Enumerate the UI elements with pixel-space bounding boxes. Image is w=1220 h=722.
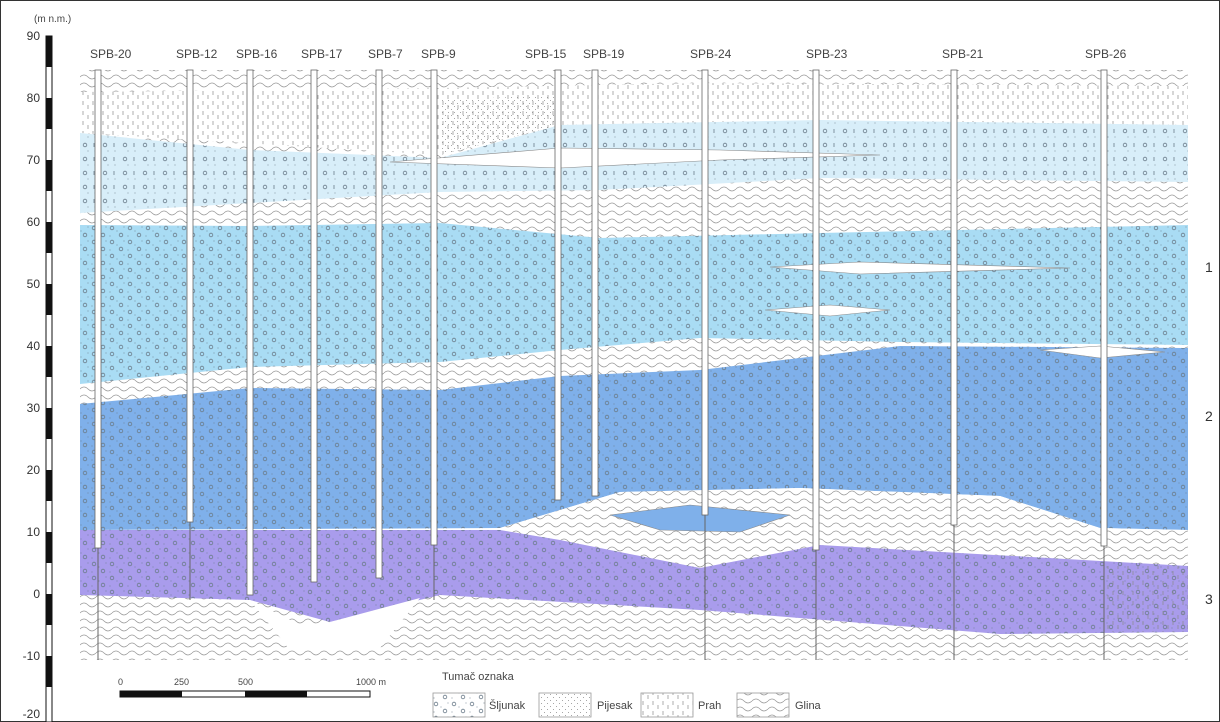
surface-silt-pattern: [80, 83, 1188, 155]
vertical-axis: (m n.m.) 90 80 70 60 50 40 30 20 10 0 -1…: [23, 14, 71, 722]
borehole-spb-24[interactable]: [701, 69, 709, 516]
y-tick-20: 20: [27, 463, 41, 477]
borehole-spb-26[interactable]: [1100, 69, 1108, 547]
borehole-label-spb-26: SPB-26: [1085, 47, 1127, 61]
y-tick-0: 0: [33, 587, 40, 601]
aquifer-label-1: 1: [1205, 259, 1213, 275]
axis-bar-seg: [46, 532, 52, 563]
borehole-spb-17[interactable]: [310, 69, 318, 583]
clay-icon: [736, 692, 790, 718]
borehole-label-spb-16: SPB-16: [236, 47, 278, 61]
axis-bar-seg: [46, 98, 52, 129]
borehole-label-spb-9: SPB-9: [421, 47, 456, 61]
aquifer-label-3: 3: [1205, 591, 1213, 607]
axis-bar-seg: [46, 346, 52, 377]
y-tick-60: 60: [27, 215, 41, 229]
surface-sand-lens: [440, 95, 560, 155]
axis-bar-seg: [46, 284, 52, 315]
scale-tick-1000: 1000 m: [356, 677, 386, 687]
scale-tick-0: 0: [118, 677, 123, 687]
upper-gravel-pattern: [80, 120, 1188, 213]
aquifer-1-clay-lens-b: [764, 304, 891, 317]
borehole-labels: SPB-20 SPB-12 SPB-16 SPB-17 SPB-7 SPB-9 …: [90, 47, 1127, 61]
borehole-label-spb-23: SPB-23: [806, 47, 848, 61]
borehole-spb-7[interactable]: [375, 69, 383, 579]
axis-bar-seg: [46, 656, 52, 687]
scale-bar: 0 250 500 1000 m: [118, 677, 386, 698]
axis-bar-seg: [46, 594, 52, 625]
y-tick-30: 30: [27, 401, 41, 415]
borehole-label-spb-20: SPB-20: [90, 47, 132, 61]
y-tick-80: 80: [27, 91, 41, 105]
aquifer-2-pattern: [80, 346, 1188, 530]
silt-icon: [640, 692, 694, 718]
borehole-group: [94, 69, 1108, 660]
borehole-label-spb-19: SPB-19: [583, 47, 625, 61]
borehole-spb-21[interactable]: [950, 69, 958, 526]
scale-tick-500: 500: [238, 677, 253, 687]
axis-bar-seg: [46, 222, 52, 253]
y-tick-40: 40: [27, 339, 41, 353]
borehole-label-spb-12: SPB-12: [176, 47, 218, 61]
axis-bar-seg: [46, 408, 52, 439]
y-tick-10: 10: [27, 525, 41, 539]
legend-label-sand: Pijesak: [597, 700, 633, 712]
borehole-label-spb-7: SPB-7: [368, 47, 403, 61]
borehole-spb-23[interactable]: [812, 69, 820, 551]
aquifer-label-2: 2: [1205, 408, 1213, 424]
scale-bar-seg: [245, 691, 307, 697]
borehole-spb-19[interactable]: [591, 69, 599, 497]
y-tick-50: 50: [27, 277, 41, 291]
borehole-label-spb-15: SPB-15: [525, 47, 567, 61]
borehole-spb-20[interactable]: [94, 69, 102, 549]
y-tick-minus-20: -20: [23, 707, 41, 721]
borehole-label-spb-24: SPB-24: [690, 47, 732, 61]
y-tick-70: 70: [27, 153, 41, 167]
axis-bar-seg: [46, 160, 52, 191]
borehole-spb-15[interactable]: [554, 69, 562, 501]
aquifer-2-gravel-lens: [609, 504, 791, 533]
sand-icon: [538, 692, 592, 718]
aquifer-1-clay-lens-a: [769, 261, 1071, 275]
aquifer-3-pattern: [80, 530, 1188, 634]
unit-label: (m n.m.): [34, 14, 71, 25]
borehole-label-spb-21: SPB-21: [942, 47, 984, 61]
scale-bar-seg: [120, 691, 182, 697]
borehole-spb-16[interactable]: [246, 69, 254, 596]
legend: Tumač oznaka Šljunak Pijesak Prah Glina: [432, 671, 822, 718]
borehole-spb-12[interactable]: [186, 69, 194, 523]
gravel-icon: [432, 692, 486, 718]
borehole-spb-9[interactable]: [430, 69, 438, 546]
bottom-sand-wedge: [250, 598, 420, 650]
legend-label-clay: Glina: [795, 700, 822, 712]
y-tick-minus-10: -10: [23, 649, 41, 663]
borehole-label-spb-17: SPB-17: [301, 47, 343, 61]
legend-label-silt: Prah: [698, 700, 721, 712]
y-tick-90: 90: [27, 29, 41, 43]
bottom-margin: [80, 660, 1188, 664]
aquifer-3-silt-zone: [1105, 566, 1188, 632]
axis-bar-seg: [46, 36, 52, 67]
legend-label-gravel: Šljunak: [489, 699, 526, 712]
legend-title: Tumač oznaka: [442, 671, 515, 683]
scale-tick-250: 250: [174, 677, 189, 687]
axis-bar-seg: [46, 470, 52, 501]
